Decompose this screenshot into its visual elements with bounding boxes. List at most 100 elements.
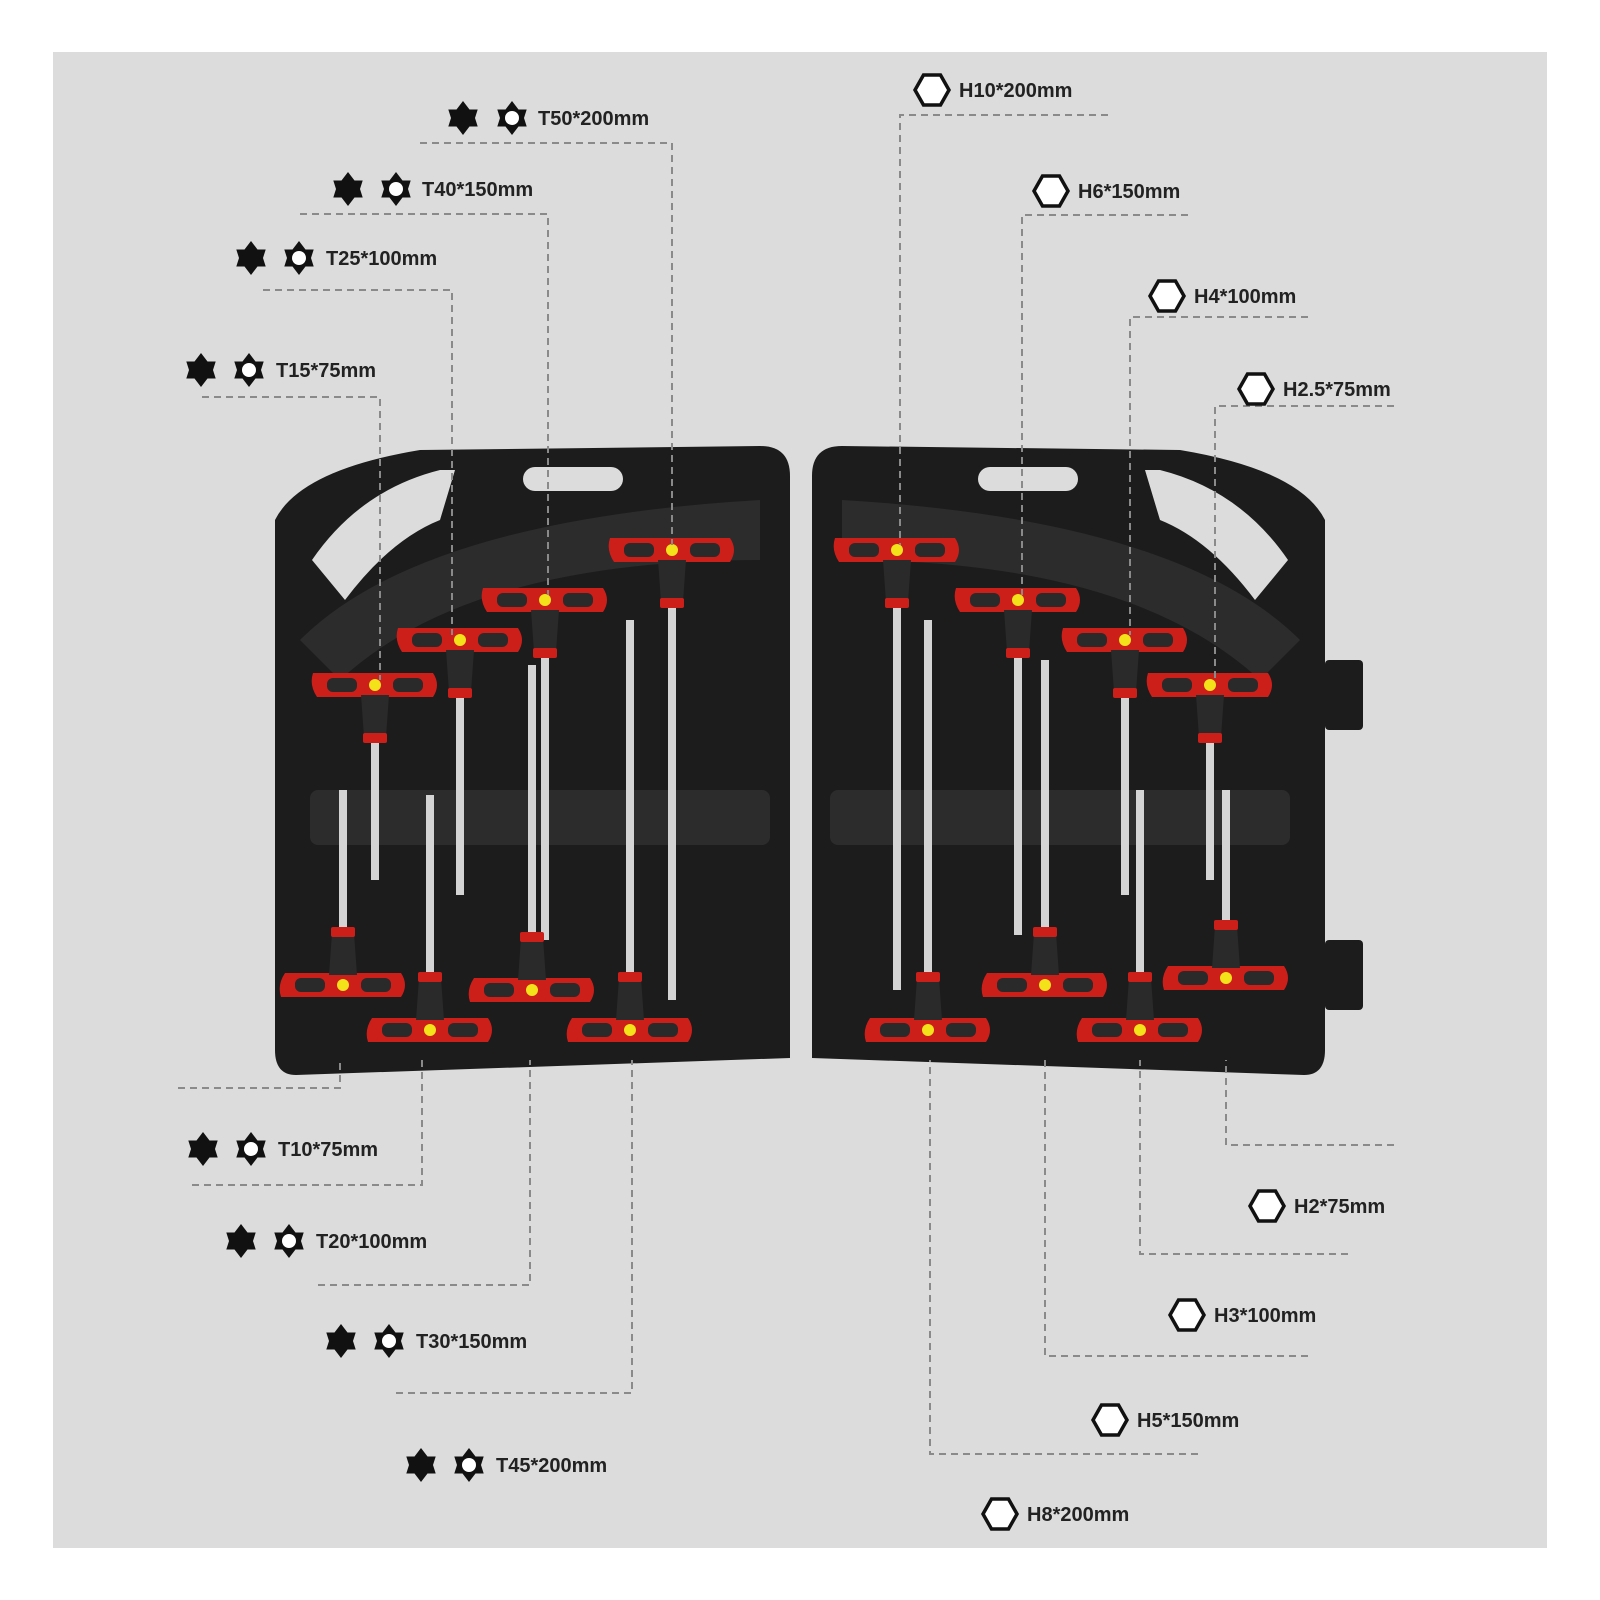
leader-line (396, 1060, 633, 1394)
torx-callout-t50: T50*200mm (448, 101, 649, 135)
label-h5: H5*150mm (1137, 1410, 1239, 1432)
hex-key-tool (396, 628, 522, 895)
torx-callout-t45: T45*200mm (406, 1448, 607, 1482)
hex-key-tool (279, 790, 405, 997)
hex-outline-icon (1237, 372, 1275, 406)
hex-key-tool (566, 620, 692, 1042)
hex-callout-h3: H3*100mm (1168, 1298, 1316, 1332)
torx-callout-t40: T40*150mm (333, 172, 533, 206)
leader-lines (178, 114, 1394, 1455)
key-shaft (426, 795, 434, 980)
key-shaft (1222, 790, 1230, 928)
hex-outline-icon (1168, 1298, 1206, 1332)
key-shaft (456, 690, 464, 895)
label-t15: T15*75mm (276, 360, 376, 382)
hex-key-tool (468, 665, 594, 1002)
key-shaft (1206, 735, 1214, 880)
key-shaft (1014, 650, 1022, 935)
leader-line (420, 142, 673, 545)
key-dot (1012, 594, 1024, 606)
key-dot (1220, 972, 1232, 984)
hex-callout-h8: H8*200mm (981, 1497, 1129, 1531)
case-rail-right (830, 790, 1290, 845)
hex-callout-h25: H2.5*75mm (1237, 372, 1391, 406)
latch-top (1325, 660, 1363, 730)
leader-line (192, 1060, 423, 1186)
hex-outline-icon (1091, 1403, 1129, 1437)
label-h25: H2.5*75mm (1283, 379, 1391, 401)
leader-line (318, 1060, 531, 1286)
hex-outline-icon (1148, 279, 1186, 313)
grip-slot-right (978, 467, 1078, 491)
hex-key-tool (864, 620, 990, 1042)
key-shaft (893, 600, 901, 990)
key-dot (666, 544, 678, 556)
key-dot (526, 984, 538, 996)
hex-key-tool (1146, 673, 1272, 880)
key-shaft (339, 790, 347, 935)
label-t30: T30*150mm (416, 1331, 527, 1353)
leader-line (1129, 316, 1308, 635)
label-h8: H8*200mm (1027, 1504, 1129, 1526)
label-h10: H10*200mm (959, 80, 1072, 102)
key-dot (1039, 979, 1051, 991)
latch-bottom (1325, 940, 1363, 1010)
key-shaft (528, 665, 536, 940)
label-h4: H4*100mm (1194, 286, 1296, 308)
label-h6: H6*150mm (1078, 181, 1180, 203)
key-shaft (1041, 660, 1049, 935)
leader-line (1214, 405, 1394, 680)
hex-callout-h4: H4*100mm (1148, 279, 1296, 313)
hex-outline-icon (981, 1497, 1019, 1531)
label-h2: H2*75mm (1294, 1196, 1385, 1218)
label-t40: T40*150mm (422, 179, 533, 201)
case-rail-left (310, 790, 770, 845)
key-dot (891, 544, 903, 556)
hex-key-tool (833, 538, 959, 990)
hex-callout-h2: H2*75mm (1248, 1189, 1385, 1223)
key-shaft (1121, 690, 1129, 895)
label-t50: T50*200mm (538, 108, 649, 130)
t-handle-keys (279, 538, 1288, 1042)
key-dot (369, 679, 381, 691)
hex-outline-icon (913, 73, 951, 107)
key-dot (1119, 634, 1131, 646)
key-dot (424, 1024, 436, 1036)
label-h3: H3*100mm (1214, 1305, 1316, 1327)
hex-callout-h10: H10*200mm (913, 73, 1072, 107)
hex-key-tool (1162, 790, 1288, 990)
leader-line (1044, 1060, 1308, 1357)
torx-callout-t15: T15*75mm (186, 353, 376, 387)
torx-callout-t20: T20*100mm (226, 1224, 427, 1258)
key-shaft (371, 735, 379, 880)
torx-callout-t10: T10*75mm (188, 1132, 378, 1166)
key-shaft (1136, 790, 1144, 980)
hex-outline-icon (1248, 1189, 1286, 1223)
key-dot (1204, 679, 1216, 691)
hex-key-tool (981, 660, 1107, 997)
leader-line (178, 1060, 341, 1089)
label-t45: T45*200mm (496, 1455, 607, 1477)
key-dot (337, 979, 349, 991)
hex-key-tool (608, 538, 734, 1000)
carry-handle-right (1145, 470, 1288, 600)
grip-slot-left (523, 467, 623, 491)
leader-line (1225, 1060, 1394, 1146)
hex-key-tool (481, 588, 607, 940)
hex-callout-h5: H5*150mm (1091, 1403, 1239, 1437)
hex-callout-h6: H6*150mm (1032, 174, 1180, 208)
hex-outline-icon (1032, 174, 1070, 208)
key-dot (922, 1024, 934, 1036)
key-shaft (924, 620, 932, 980)
key-dot (539, 594, 551, 606)
hex-key-tool (311, 673, 437, 880)
key-shaft (626, 620, 634, 980)
leader-line (899, 114, 1108, 545)
key-shaft (668, 600, 676, 1000)
hex-key-tool (1076, 790, 1202, 1042)
leader-line (1139, 1060, 1348, 1255)
key-dot (454, 634, 466, 646)
key-shaft (541, 650, 549, 940)
hex-key-tool (366, 795, 492, 1042)
